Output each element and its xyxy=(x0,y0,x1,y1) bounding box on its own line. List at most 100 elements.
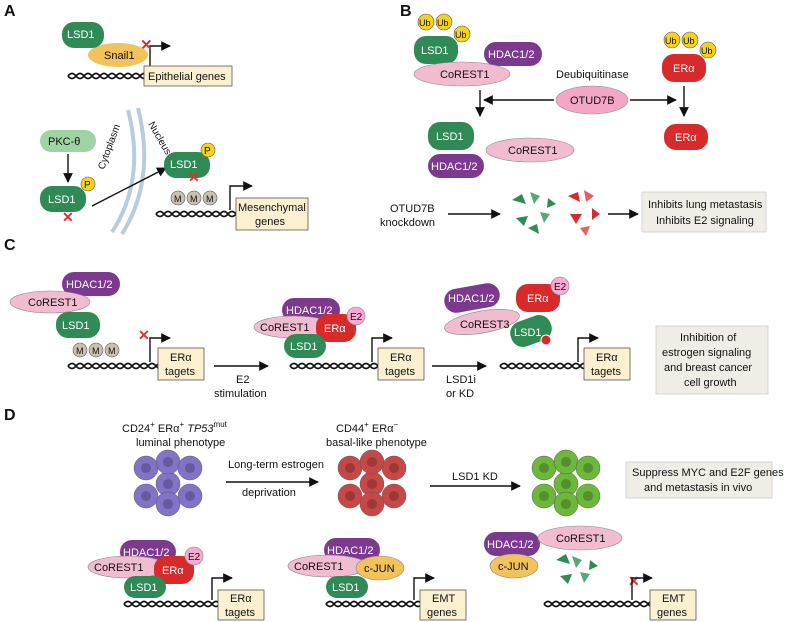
cjun-protein xyxy=(355,555,405,581)
svg-text:CoREST1: CoREST1 xyxy=(556,533,606,545)
svg-text:LSD1: LSD1 xyxy=(130,582,158,594)
cell xyxy=(553,491,579,517)
mesenchymal-genes-box xyxy=(235,197,309,231)
cell-nucleus xyxy=(582,462,594,474)
promoter-arrow xyxy=(211,573,233,600)
svg-text:ERα: ERα xyxy=(162,565,184,577)
svg-text:and breast cancer: and breast cancer xyxy=(664,362,752,374)
svg-text:E2: E2 xyxy=(188,552,201,563)
svg-text:LSD1: LSD1 xyxy=(67,29,95,41)
er-protein xyxy=(316,314,356,342)
cell-nucleus xyxy=(560,456,572,468)
er-protein xyxy=(516,284,560,312)
cell xyxy=(381,483,407,509)
x-mark: ✕ xyxy=(628,573,640,589)
svg-text:Mesenchymal: Mesenchymal xyxy=(238,202,306,214)
svg-text:HDAC1/2: HDAC1/2 xyxy=(327,545,373,557)
hdac-protein xyxy=(428,154,484,178)
svg-text:P: P xyxy=(84,180,91,191)
svg-text:Suppress MYC and E2F genes: Suppress MYC and E2F genes xyxy=(632,467,784,479)
hdac-protein xyxy=(484,42,542,66)
svg-text:Inhibits lung metastasis: Inhibits lung metastasis xyxy=(648,199,763,211)
promoter-arrow xyxy=(413,573,435,600)
svg-text:CoREST1: CoREST1 xyxy=(508,145,558,157)
svg-text:and metastasis in vivo: and metastasis in vivo xyxy=(644,482,752,494)
corest3-protein xyxy=(444,309,520,335)
svg-text:HDAC1/2: HDAC1/2 xyxy=(431,161,477,173)
svg-text:M: M xyxy=(92,346,100,356)
svg-text:LSD1: LSD1 xyxy=(332,582,360,594)
panel-label-a: A xyxy=(4,3,16,20)
svg-text:E2: E2 xyxy=(350,312,363,323)
svg-text:CoREST1: CoREST1 xyxy=(294,561,344,573)
svg-text:estrogen signaling: estrogen signaling xyxy=(662,347,751,359)
svg-text:ERα: ERα xyxy=(230,593,252,605)
er-targets-box xyxy=(157,347,205,381)
svg-text:M: M xyxy=(76,346,84,356)
svg-text:Inhibition of: Inhibition of xyxy=(680,332,737,344)
svg-text:genes: genes xyxy=(255,216,285,228)
svg-text:E2: E2 xyxy=(554,282,567,293)
svg-text:or KD: or KD xyxy=(446,388,474,400)
phospho-badge xyxy=(80,176,96,192)
svg-text:ERα: ERα xyxy=(675,132,697,144)
svg-text:c-JUN: c-JUN xyxy=(364,563,395,575)
svg-text:Deubiquitinase: Deubiquitinase xyxy=(556,69,629,81)
hdac-protein xyxy=(62,272,120,296)
svg-text:luminal phenotype: luminal phenotype xyxy=(136,437,225,449)
svg-text:ERα: ERα xyxy=(324,323,346,335)
er-targets-box xyxy=(583,347,631,381)
outcome-box xyxy=(641,191,767,233)
svg-text:genes: genes xyxy=(427,607,457,619)
corest1-protein xyxy=(413,61,511,87)
x-mark: ✕ xyxy=(62,209,74,225)
svg-text:knockdown: knockdown xyxy=(380,217,435,229)
lsd1-protein xyxy=(326,576,368,598)
promoter-arrow xyxy=(149,41,171,72)
promoter-arrow xyxy=(631,573,653,600)
cell xyxy=(155,491,181,517)
promoter-arrow xyxy=(149,333,171,362)
lsd1-protein xyxy=(164,152,210,178)
svg-text:CoREST1: CoREST1 xyxy=(94,562,144,574)
svg-text:Ub: Ub xyxy=(701,46,713,56)
phospho-badge xyxy=(200,142,216,158)
cell xyxy=(359,491,385,517)
cell xyxy=(177,483,203,509)
outcome-box xyxy=(625,461,773,499)
svg-text:Ub: Ub xyxy=(455,30,467,40)
svg-text:tagets: tagets xyxy=(225,607,255,619)
svg-text:tagets: tagets xyxy=(165,366,195,378)
svg-text:CoREST1: CoREST1 xyxy=(28,297,78,309)
svg-text:LSD1i: LSD1i xyxy=(446,374,476,386)
svg-text:cell growth: cell growth xyxy=(684,377,737,389)
cell xyxy=(531,483,557,509)
svg-text:ERα: ERα xyxy=(527,293,549,305)
cell-nucleus xyxy=(560,478,572,490)
corest1-protein xyxy=(9,290,91,314)
promoter-arrow xyxy=(371,333,393,362)
er-protein xyxy=(154,556,194,584)
emt-genes-box xyxy=(649,589,697,621)
cell-nucleus xyxy=(344,490,356,502)
svg-text:LSD1 KD: LSD1 KD xyxy=(452,471,498,483)
svg-text:M: M xyxy=(206,194,214,204)
cell-nucleus xyxy=(140,490,152,502)
svg-text:Epithelial genes: Epithelial genes xyxy=(148,71,226,83)
lsd1-kd-cell-cluster xyxy=(531,449,601,517)
svg-text:PKC-θ: PKC-θ xyxy=(48,136,80,148)
cell-nucleus xyxy=(366,498,378,510)
svg-text:OTUD7B: OTUD7B xyxy=(390,203,435,215)
er-protein xyxy=(662,54,706,82)
svg-text:tagets: tagets xyxy=(591,366,621,378)
er-targets-box xyxy=(217,589,265,621)
svg-text:LSD1: LSD1 xyxy=(436,131,464,143)
pkc-theta-protein xyxy=(40,130,96,152)
cell-nucleus xyxy=(538,490,550,502)
er-targets-box xyxy=(377,347,425,381)
svg-text:Ub: Ub xyxy=(437,18,449,28)
cell-nucleus xyxy=(162,456,174,468)
svg-text:Inhibits E2 signaling: Inhibits E2 signaling xyxy=(656,215,754,227)
inhibitor-dot xyxy=(540,334,552,346)
cell-nucleus xyxy=(582,490,594,502)
